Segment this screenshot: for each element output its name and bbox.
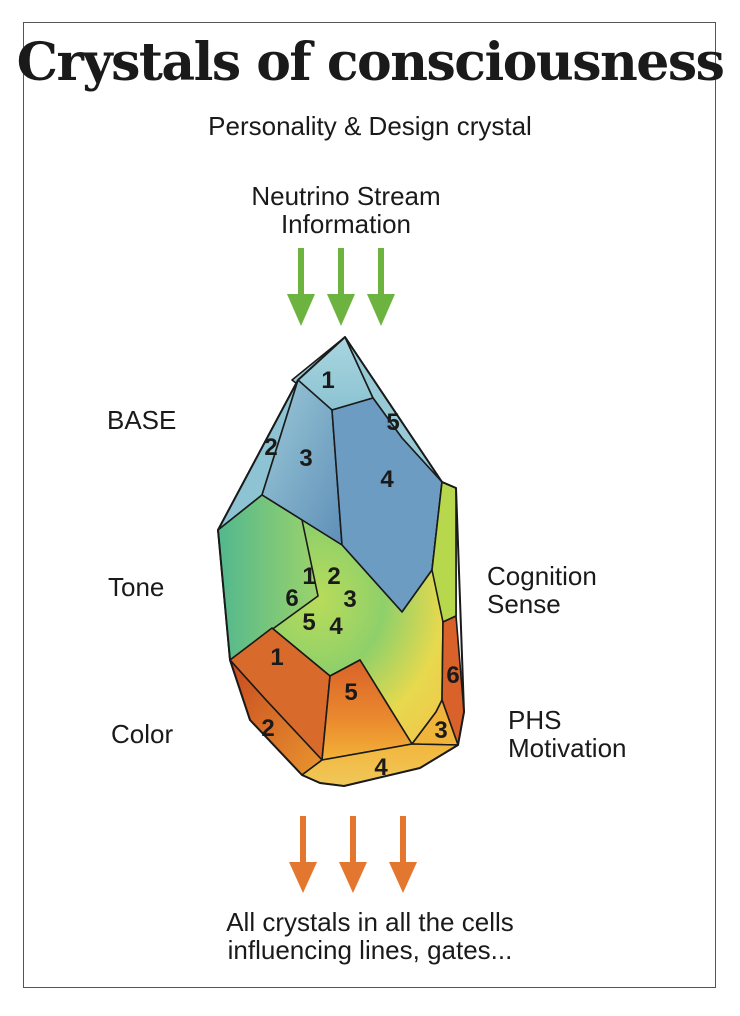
crystal-outline [217, 336, 465, 787]
color-number-3: 3 [434, 717, 447, 744]
color-number-1: 1 [270, 644, 283, 671]
cognition-sense-label: Cognition Sense [487, 562, 597, 618]
base-label: BASE [107, 405, 177, 435]
tone-label: Tone [108, 572, 165, 602]
neutrino-arrows [287, 248, 395, 326]
green-arrow-icon [367, 248, 395, 326]
phs-line: PHS [508, 705, 562, 735]
page-subtitle: Personality & Design crystal [208, 111, 532, 141]
green-arrow-icon [327, 248, 355, 326]
base-numbers: 1 2 3 4 5 [264, 367, 399, 493]
color-numbers: 1 2 3 4 5 6 [261, 644, 459, 781]
neutrino-stream-line1: Neutrino Stream [251, 181, 441, 211]
neutrino-stream-line2: Information [280, 209, 412, 239]
output-label: All crystals in all the cells influencin… [190, 908, 550, 964]
base-number-2: 2 [264, 434, 277, 461]
base-number-3: 3 [299, 445, 312, 472]
neutrino-stream-label: Neutrino Stream Information [220, 182, 472, 238]
output-line1: All crystals in all the cells [226, 907, 514, 937]
output-arrows [289, 816, 417, 893]
orange-arrow-icon [339, 816, 367, 893]
crystal-shape [217, 336, 465, 787]
base-number-4: 4 [380, 466, 394, 493]
cognition-line: Cognition [487, 561, 597, 591]
tone-numbers: 1 2 3 4 5 6 [285, 563, 356, 640]
green-arrow-icon [287, 248, 315, 326]
tone-number-6: 6 [285, 585, 298, 612]
base-number-1: 1 [321, 367, 334, 394]
color-number-4: 4 [374, 754, 388, 781]
sense-line: Sense [487, 589, 561, 619]
color-number-6: 6 [446, 662, 459, 689]
color-number-5: 5 [344, 679, 357, 706]
page-title: Crystals of consciousness [16, 32, 725, 93]
color-label: Color [111, 719, 174, 749]
color-number-2: 2 [261, 715, 274, 742]
output-line2: influencing lines, gates... [227, 935, 513, 965]
orange-arrow-icon [389, 816, 417, 893]
tone-number-3: 3 [343, 586, 356, 613]
base-number-5: 5 [386, 409, 399, 436]
orange-arrow-icon [289, 816, 317, 893]
phs-motivation-label: PHS Motivation [508, 706, 627, 762]
tone-number-1: 1 [302, 563, 315, 590]
tone-number-4: 4 [329, 613, 343, 640]
tone-number-5: 5 [302, 609, 315, 636]
tone-number-2: 2 [327, 563, 340, 590]
motivation-line: Motivation [508, 733, 627, 763]
